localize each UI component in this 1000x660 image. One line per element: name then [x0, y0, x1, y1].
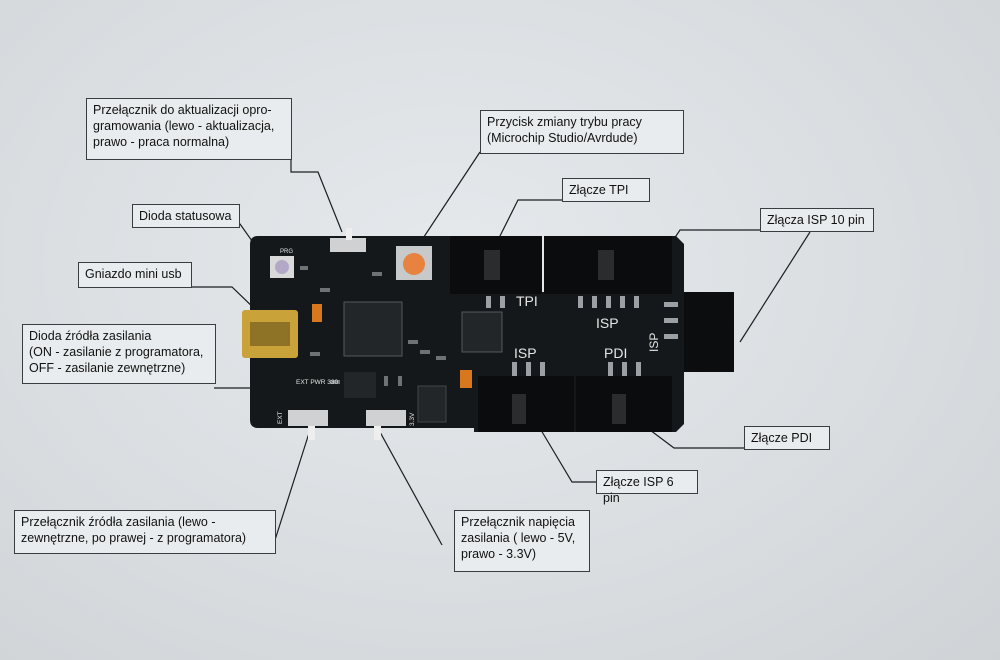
regulator-chip: [344, 372, 376, 398]
silk-isp-mid: ISP: [514, 345, 537, 361]
update-switch: [330, 238, 366, 252]
silk-3v3: 3.3V: [409, 412, 416, 426]
label-power-source-led: Dioda źródła zasilania (ON - zasilanie z…: [22, 324, 216, 384]
label-isp10-connector: Złącza ISP 10 pin: [760, 208, 874, 232]
isp10-side-header: [684, 292, 734, 372]
silk-tpi: TPI: [516, 293, 538, 309]
silk-prg: PRG: [280, 249, 293, 255]
silk-isp-top: ISP: [596, 315, 619, 331]
silk-ext-pwr: EXT PWR 330: [296, 379, 339, 386]
label-mode-button: Przycisk zmiany trybu pracy (Microchip S…: [480, 110, 684, 154]
main-mcu-chip: [343, 301, 403, 357]
label-status-led: Dioda statusowa: [132, 204, 240, 228]
label-mini-usb: Gniazdo mini usb: [78, 262, 192, 288]
voltage-regulator: [417, 385, 447, 423]
silk-ext: EXT: [277, 411, 284, 424]
voltage-switch: [366, 410, 406, 426]
power-source-led: [312, 304, 322, 322]
usb-chip: [461, 311, 503, 353]
label-update-switch: Przełącznik do aktualizacji opro- gramow…: [86, 98, 292, 160]
silk-pdi: PDI: [604, 345, 627, 361]
label-tpi-connector: Złącze TPI: [562, 178, 650, 202]
label-power-source-switch: Przełącznik źródła zasilania (lewo - zew…: [14, 510, 276, 554]
label-isp6-connector: Złącze ISP 6 pin: [596, 470, 698, 505]
silk-isp-side: ISP: [647, 333, 661, 352]
label-voltage-switch: Przełącznik napięcia zasilania ( lewo - …: [454, 510, 590, 572]
leader-lines: [190, 151, 811, 546]
label-pdi-connector: Złącze PDI: [744, 426, 830, 450]
pcb: TPI ISP ISP PDI ISP PRG EXT PWR 330 EXT …: [242, 228, 734, 440]
power-source-switch: [288, 410, 328, 426]
